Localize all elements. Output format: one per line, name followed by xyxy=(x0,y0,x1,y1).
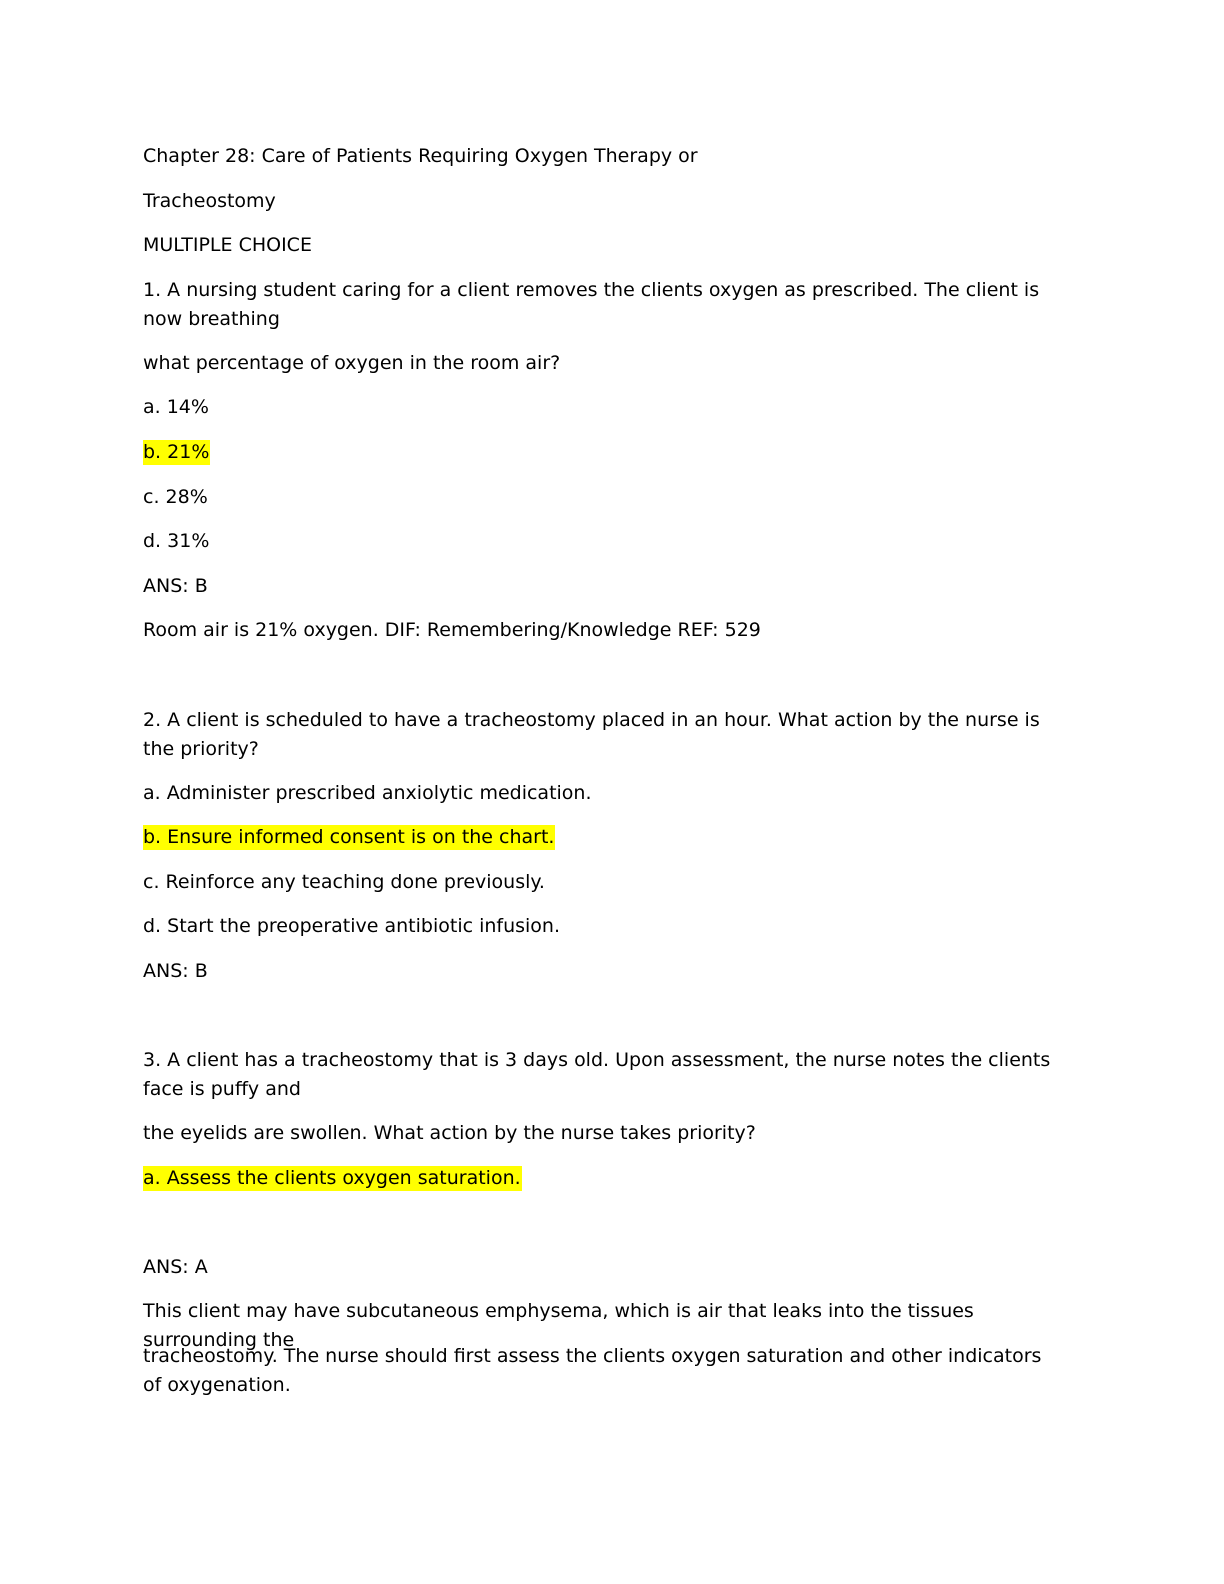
section-heading: MULTIPLE CHOICE xyxy=(143,234,312,256)
question-2-option-d: d. Start the preoperative antibiotic inf… xyxy=(143,915,561,937)
question-2-option-c: c. Reinforce any teaching done previousl… xyxy=(143,871,545,893)
chapter-title-line-2: Tracheostomy xyxy=(143,190,276,212)
question-1-answer: ANS: B xyxy=(143,575,208,597)
chapter-title-line-1: Chapter 28: Care of Patients Requiring O… xyxy=(143,145,698,167)
question-3-option-a-highlighted: a. Assess the clients oxygen saturation. xyxy=(143,1166,522,1191)
question-3-rationale: This client may have subcutaneous emphys… xyxy=(143,1300,974,1351)
question-3-answer: ANS: A xyxy=(143,1256,208,1278)
question-2-option-a: a. Administer prescribed anxiolytic medi… xyxy=(143,782,592,804)
question-1-option-b-container: b. 21% xyxy=(143,438,1063,467)
question-1-option-d: d. 31% xyxy=(143,530,210,552)
question-1-option-b-highlighted: b. 21% xyxy=(143,440,211,465)
question-1-stem-continued: what percentage of oxygen in the room ai… xyxy=(143,352,561,374)
question-3-stem: 3. A client has a tracheostomy that is 3… xyxy=(143,1049,1051,1100)
question-3-option-a-container: a. Assess the clients oxygen saturation. xyxy=(143,1164,1063,1193)
question-1-option-a: a. 14% xyxy=(143,396,209,418)
question-2-option-b-highlighted: b. Ensure informed consent is on the cha… xyxy=(143,825,556,850)
question-3-rationale-continued: tracheostomy. The nurse should first ass… xyxy=(143,1345,1042,1396)
question-1-stem: 1. A nursing student caring for a client… xyxy=(143,279,1040,330)
question-1-rationale: Room air is 21% oxygen. DIF: Remembering… xyxy=(143,619,761,641)
question-2-answer: ANS: B xyxy=(143,960,208,982)
question-3-stem-continued: the eyelids are swollen. What action by … xyxy=(143,1122,756,1144)
question-2-stem: 2. A client is scheduled to have a trach… xyxy=(143,709,1040,760)
question-1-option-c: c. 28% xyxy=(143,486,208,508)
question-2-option-b-container: b. Ensure informed consent is on the cha… xyxy=(143,823,1063,852)
